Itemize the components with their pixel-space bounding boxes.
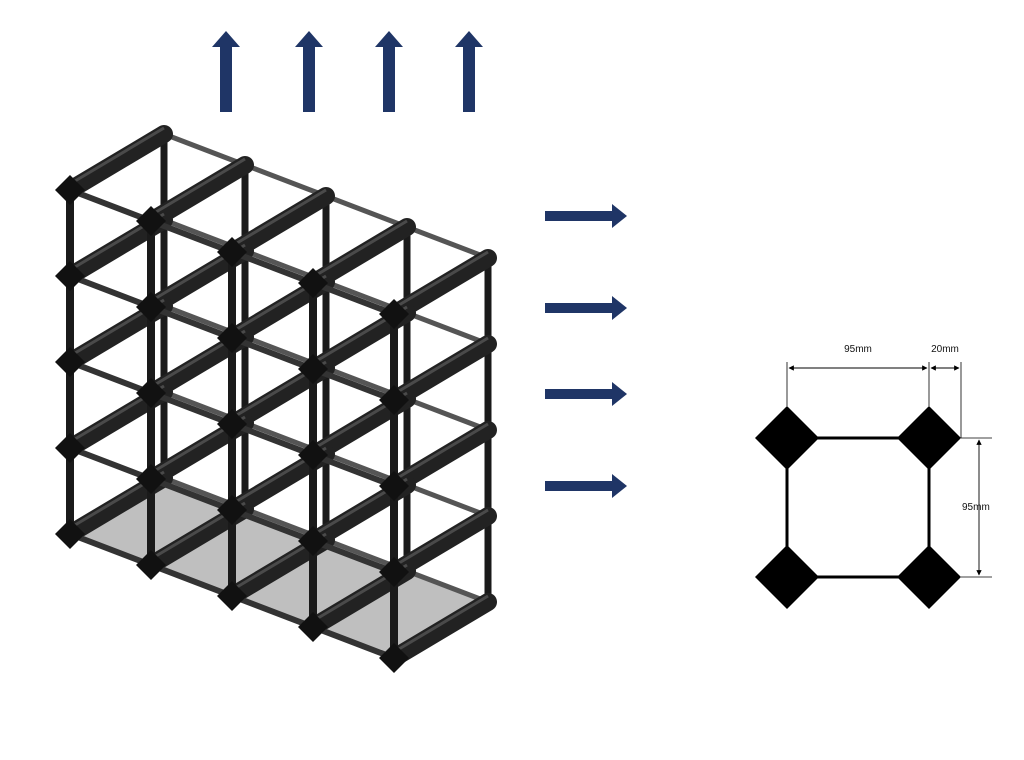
corner-dimension-label: 20mm — [931, 344, 959, 355]
cell-frame — [785, 436, 931, 579]
rack-depth-bar — [61, 125, 173, 199]
rack-joint — [298, 440, 328, 470]
wine-rack-illustration — [55, 125, 497, 673]
rack-joint — [217, 409, 247, 439]
rack-joint — [379, 385, 409, 415]
arrow-up-icon — [212, 31, 240, 112]
height-dimension-label: 95mm — [962, 502, 990, 513]
rack-joint — [55, 347, 85, 377]
rack-joint — [136, 292, 166, 322]
arrow-up-icon — [295, 31, 323, 112]
width-dimension-label: 95mm — [844, 344, 872, 355]
rack-joint — [379, 471, 409, 501]
rack-joint — [217, 237, 247, 267]
rack-depth-bar — [385, 593, 497, 667]
arrow-right-icon — [545, 382, 627, 406]
rack-joint — [136, 378, 166, 408]
expand-up-arrows — [212, 31, 483, 112]
arrow-right-icon — [545, 204, 627, 228]
rack-joint — [298, 526, 328, 556]
expand-right-arrows — [545, 204, 627, 498]
rack-joint — [298, 354, 328, 384]
arrow-up-icon — [375, 31, 403, 112]
corner-diamond-top-left — [755, 406, 819, 470]
rack-joint — [55, 175, 85, 205]
rack-joint — [136, 206, 166, 236]
rack-joint — [55, 261, 85, 291]
corner-diamond-top-right — [897, 406, 961, 470]
rack-joint — [379, 299, 409, 329]
cell-dimension-diagram: 95mm 20mm 95mm — [755, 344, 992, 609]
rack-joint — [217, 323, 247, 353]
rack-joint — [217, 581, 247, 611]
rack-joint — [379, 643, 409, 673]
arrow-right-icon — [545, 296, 627, 320]
rack-joint — [136, 550, 166, 580]
corner-diamond-bottom-left — [755, 545, 819, 609]
corner-diamond-bottom-right — [897, 545, 961, 609]
rack-joint — [298, 268, 328, 298]
rack-joint — [298, 612, 328, 642]
rack-joint — [55, 519, 85, 549]
rack-joint — [136, 464, 166, 494]
arrow-up-icon — [455, 31, 483, 112]
rack-joint — [55, 433, 85, 463]
rack-joint — [217, 495, 247, 525]
arrow-right-icon — [545, 474, 627, 498]
rack-joint — [379, 557, 409, 587]
